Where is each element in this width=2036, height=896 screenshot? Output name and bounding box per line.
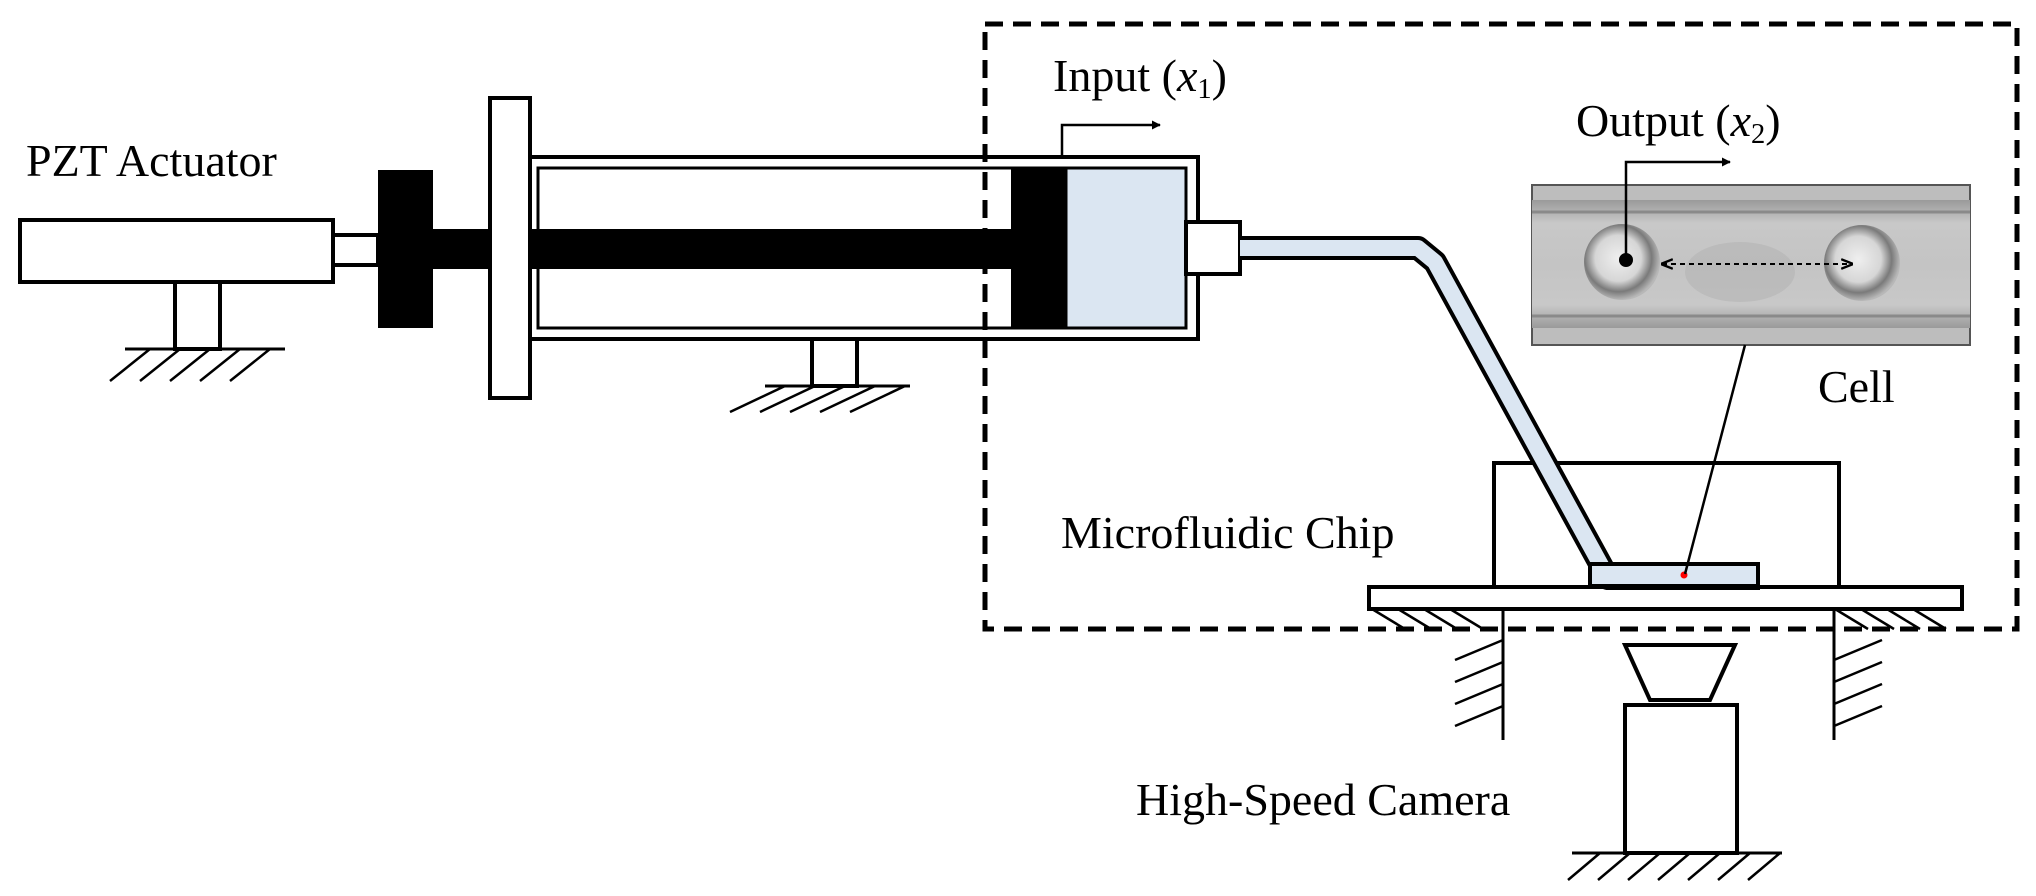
microfluidic-chip-label: Microfluidic Chip	[1061, 507, 1395, 558]
stage-support-left	[1367, 607, 1505, 740]
chip-channel	[1588, 562, 1760, 588]
camera-body	[1623, 703, 1739, 855]
syringe-flange	[488, 96, 532, 400]
output-variable: x	[1730, 95, 1752, 146]
output-subscript: 2	[1751, 119, 1766, 151]
zoom-leader-line	[1683, 344, 1747, 575]
plunger-head	[1011, 168, 1066, 328]
input-variable: x	[1176, 50, 1198, 101]
pzt-actuator-label: PZT Actuator	[26, 135, 277, 186]
cell-micrograph	[1531, 184, 1971, 346]
high-speed-camera-label: High-Speed Camera	[1136, 774, 1511, 825]
cell-image-right	[1824, 225, 1900, 301]
input-label-text: Input	[1053, 50, 1151, 101]
pzt-support	[109, 280, 285, 382]
input-label: Input (x1)	[1053, 50, 1227, 106]
syringe-nozzle	[1184, 220, 1242, 276]
pzt-actuator	[18, 218, 380, 284]
output-arrow	[1624, 157, 1731, 255]
coupling-block	[378, 170, 433, 328]
cell-center-dot	[1619, 253, 1633, 267]
chip-base-plate	[1367, 585, 1964, 611]
input-arrow	[1060, 120, 1161, 155]
syringe-support	[729, 337, 910, 414]
system-boundary	[982, 21, 2020, 632]
camera-ground	[1567, 851, 1782, 881]
camera-lens	[1621, 643, 1739, 702]
output-label: Output (x2)	[1576, 95, 1781, 151]
syringe-fluid	[1064, 166, 1188, 330]
input-subscript: 1	[1197, 74, 1212, 106]
stage-support-right	[1830, 607, 1962, 740]
output-label-text: Output	[1576, 95, 1704, 146]
cell-label: Cell	[1818, 361, 1895, 412]
